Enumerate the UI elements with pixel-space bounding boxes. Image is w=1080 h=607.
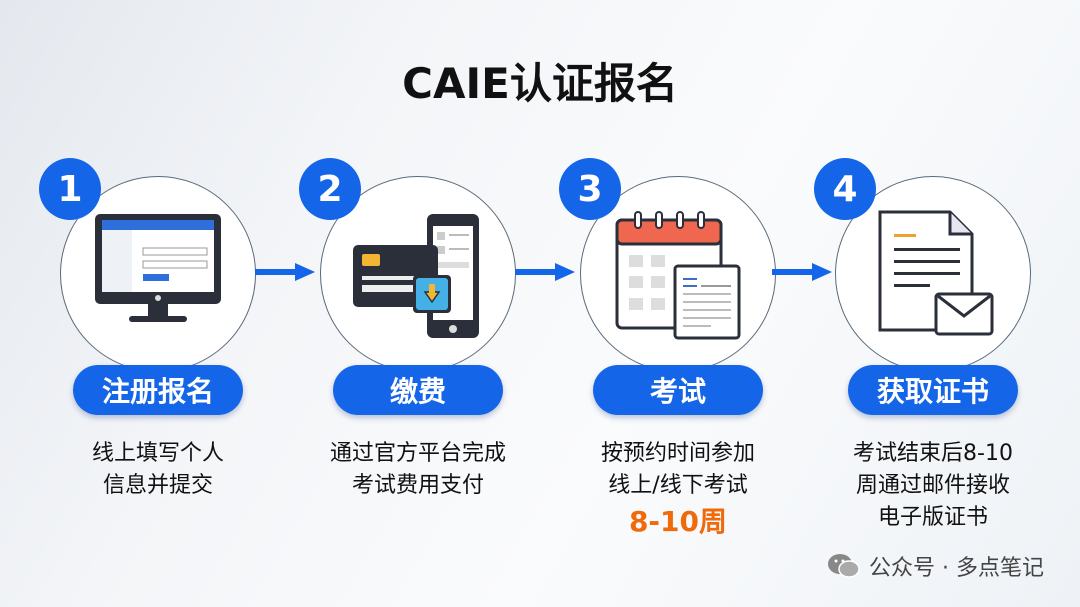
step-description: 考试结束后8-10 周通过邮件接收 电子版证书 (808, 438, 1058, 534)
desc-line: 线上/线下考试 (608, 473, 748, 498)
desc-line: 电子版证书 (877, 505, 988, 530)
wechat-icon (828, 554, 860, 578)
desc-line: 信息并提交 (102, 473, 213, 498)
desc-line: 按预约时间参加 (600, 441, 755, 466)
desc-line: 周通过邮件接收 (855, 473, 1010, 498)
step-label-pill: 考试 (593, 365, 763, 415)
page-title: CAIE认证报名 (402, 59, 678, 108)
duration-highlight: 8-10周 (628, 505, 728, 538)
credit-card-phone-icon (353, 214, 479, 338)
step-description: 按预约时间参加 线上/线下考试 8-10周 (553, 438, 803, 542)
step-3-exam: 3 考试 按预约时间参加 线上/线下考试 8-10周 (559, 158, 793, 550)
step-1-register: 1 注册报名 线上填写个人 信息并提交 (39, 158, 273, 550)
step-number-badge: 2 (299, 158, 361, 220)
arrow-right-icon (772, 263, 832, 281)
step-4-certificate: 4 获取证书 考试结束后8-10 周通过邮件接收 电子版证书 (814, 158, 1048, 550)
step-number-badge: 4 (814, 158, 876, 220)
step-number-badge: 3 (559, 158, 621, 220)
calendar-document-icon (615, 211, 741, 340)
computer-monitor-icon (95, 214, 221, 322)
watermark: 公众号 · 多点笔记 (827, 550, 1044, 582)
desc-line: 线上填写个人 (91, 441, 224, 466)
desc-line: 通过官方平台完成 (329, 441, 506, 466)
step-2-payment: 2 缴费 通过官方平台完成 考试费用支付 (299, 158, 533, 550)
desc-line: 考试费用支付 (351, 473, 484, 498)
step-description: 线上填写个人 信息并提交 (33, 438, 283, 502)
arrow-right-icon (515, 263, 575, 281)
step-label-pill: 注册报名 (73, 365, 243, 415)
arrow-right-icon (255, 263, 315, 281)
certificate-envelope-icon (878, 210, 994, 336)
step-label-pill: 缴费 (333, 365, 503, 415)
watermark-text: 公众号 · 多点笔记 (869, 556, 1044, 581)
desc-line: 考试结束后8-10 (853, 441, 1013, 466)
step-number-badge: 1 (39, 158, 101, 220)
step-description: 通过官方平台完成 考试费用支付 (293, 438, 543, 502)
step-label-pill: 获取证书 (848, 365, 1018, 415)
